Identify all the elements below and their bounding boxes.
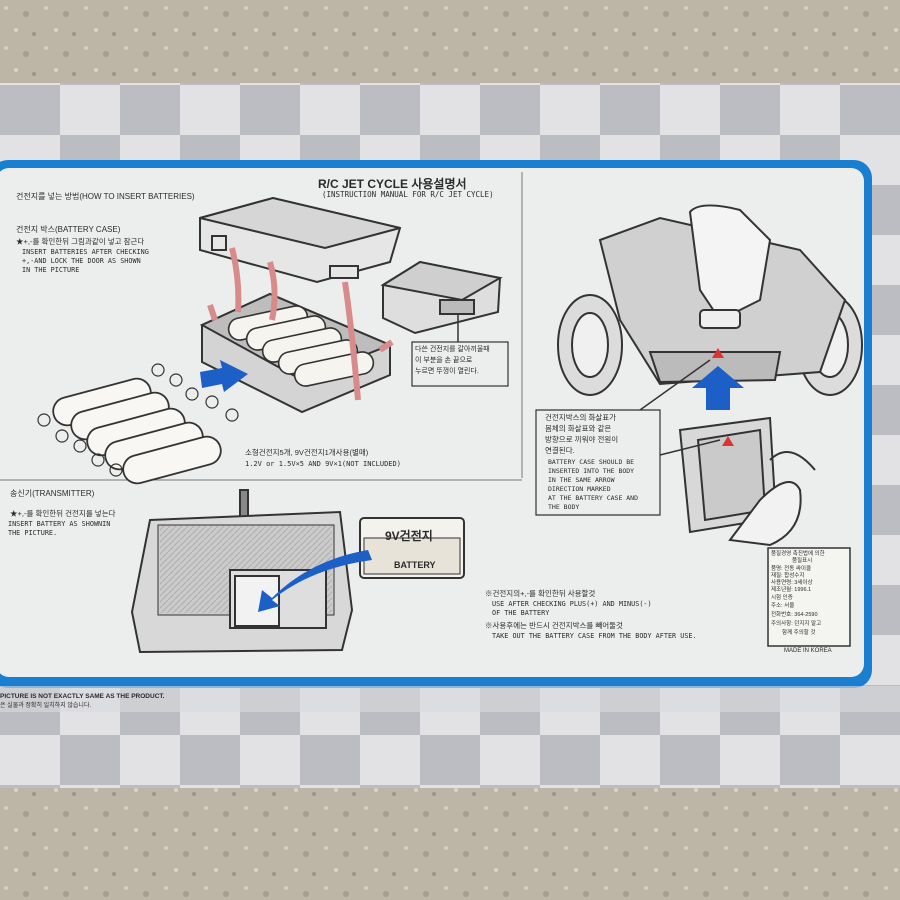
loose-aa-batteries bbox=[52, 377, 222, 485]
made-in-korea: MADE IN KOREA bbox=[784, 648, 832, 654]
note-check-en-2: OF THE BATTERY bbox=[492, 609, 550, 617]
label-line-4: 재질: 합성수지 bbox=[771, 573, 805, 579]
case-red-marker bbox=[722, 436, 734, 446]
case-note-1: 다쓴 건전지를 갈아끼울때 bbox=[415, 346, 490, 353]
label-line-6: 제조년월: 1996.1 bbox=[771, 587, 812, 593]
battery-case-label: 건전지 박스(BATTERY CASE) bbox=[16, 225, 121, 234]
transmitter-instruction-en-2: THE PICTURE. bbox=[8, 529, 58, 537]
body-note-kr-4: 연결된다. bbox=[545, 446, 575, 455]
battery-instruction-kr: ★+,-를 확인한뒤 그림과같이 넣고 잠근다 bbox=[16, 237, 145, 246]
body-note-en-1: BATTERY CASE SHOULD BE bbox=[548, 458, 635, 466]
footer-disclaimer-en: PICTURE IS NOT EXACTLY SAME AS THE PRODU… bbox=[0, 693, 165, 700]
panel-footer-strip bbox=[0, 686, 900, 712]
hand-with-case bbox=[678, 416, 816, 547]
body-note-kr-2: 몸체의 화살표와 같은 bbox=[545, 424, 612, 433]
body-note-en-3: IN THE SAME ARROW bbox=[548, 476, 615, 484]
battery-spec-kr: 소형건전지5개, 9V건전지1개사용(별매) bbox=[245, 448, 369, 457]
footer-disclaimer-kr: 은 실물과 정확히 일치하지 않습니다. bbox=[0, 703, 92, 709]
body-note-leader-2 bbox=[639, 359, 711, 411]
label-line-10: 주의사항: 던지지 말고 bbox=[771, 621, 822, 627]
battery-instruction-en-2: +,-AND LOCK THE DOOR AS SHOWN bbox=[22, 257, 141, 265]
case-note-3: 누르면 뚜껑이 열린다. bbox=[415, 368, 479, 375]
blue-up-arrow-icon bbox=[692, 366, 744, 410]
case-note-box bbox=[411, 341, 509, 387]
body-note-en-6: THE BODY bbox=[548, 503, 580, 511]
transmitter-instruction-kr: ★+,-를 확인한뒤 건전지를 넣는다 bbox=[10, 509, 116, 518]
label-line-2: 품질표시 bbox=[792, 558, 813, 564]
battery-heading: 건전지를 넣는 방법(HOW TO INSERT BATTERIES) bbox=[16, 192, 195, 201]
body-note-kr-3: 방향으로 끼워야 전원이 bbox=[545, 435, 619, 444]
floor-top bbox=[0, 0, 900, 90]
case-batteries bbox=[227, 305, 375, 387]
9v-battery-label: 9V건전지 bbox=[385, 529, 433, 543]
transmitter-diagram bbox=[130, 489, 354, 654]
closed-battery-case bbox=[380, 260, 503, 335]
label-line-1: 품질경영 촉진법에 의한 bbox=[771, 551, 825, 557]
transmitter-instruction-en-1: INSERT BATTERY AS SHOWNIN bbox=[8, 520, 111, 528]
transmitter-heading: 송신기(TRANSMITTER) bbox=[10, 489, 95, 498]
body-note-en-2: INSERTED INTO THE BODY bbox=[548, 467, 635, 475]
label-line-9: 전화번호: 364-2590 bbox=[771, 612, 818, 618]
9v-battery-word: BATTERY bbox=[394, 560, 436, 570]
body-note-leader bbox=[659, 439, 721, 456]
body-note-kr-1: 건전지박스의 화살표가 bbox=[545, 413, 617, 422]
manual-title: R/C JET CYCLE 사용설명서 bbox=[318, 177, 467, 191]
label-line-3: 품명: 전동 싸이클 bbox=[771, 566, 812, 572]
blue-right-arrow-icon bbox=[200, 360, 248, 392]
body-note-box bbox=[535, 409, 661, 516]
battery-instruction-en-3: IN THE PICTURE bbox=[22, 266, 80, 274]
note-remove-kr: ※사용후에는 반드시 건전지박스를 빼어둘것 bbox=[485, 621, 623, 630]
blue-curved-arrow-icon bbox=[258, 550, 372, 612]
label-line-7: 시험 인증 bbox=[771, 595, 793, 601]
battery-instruction-en-1: INSERT BATTERIES AFTER CHECKING bbox=[22, 248, 149, 256]
battery-spec-en: 1.2V or 1.5V×5 AND 9V×1(NOT INCLUDED) bbox=[245, 460, 401, 468]
body-red-marker bbox=[712, 348, 724, 358]
label-line-11: 함께 주의할 것 bbox=[782, 630, 816, 636]
battery-case-lid bbox=[199, 196, 402, 284]
note-check-en-1: USE AFTER CHECKING PLUS(+) AND MINUS(-) bbox=[492, 600, 652, 608]
note-check-kr: ※건전지의+,-를 확인한뒤 사용할것 bbox=[485, 589, 596, 598]
note-remove-en: TAKE OUT THE BATTERY CASE FROM THE BODY … bbox=[492, 632, 697, 640]
floor-bottom bbox=[0, 785, 900, 900]
pink-arrows bbox=[207, 247, 394, 401]
label-line-5: 사용연령: 3세이상 bbox=[771, 580, 813, 586]
manual-subtitle: (INSTRUCTION MANUAL FOR R/C JET CYCLE) bbox=[322, 190, 494, 199]
body-note-en-4: DIRECTION MARKED bbox=[548, 485, 611, 493]
polarity-symbols bbox=[37, 363, 239, 477]
quality-label-border bbox=[767, 547, 851, 647]
body-note-en-5: AT THE BATTERY CASE AND bbox=[548, 494, 639, 502]
case-note-2: 이 부분을 손 끝으로 bbox=[415, 357, 473, 364]
motorcycle-diagram bbox=[557, 204, 863, 396]
label-line-8: 주소: 서울 bbox=[771, 603, 795, 609]
